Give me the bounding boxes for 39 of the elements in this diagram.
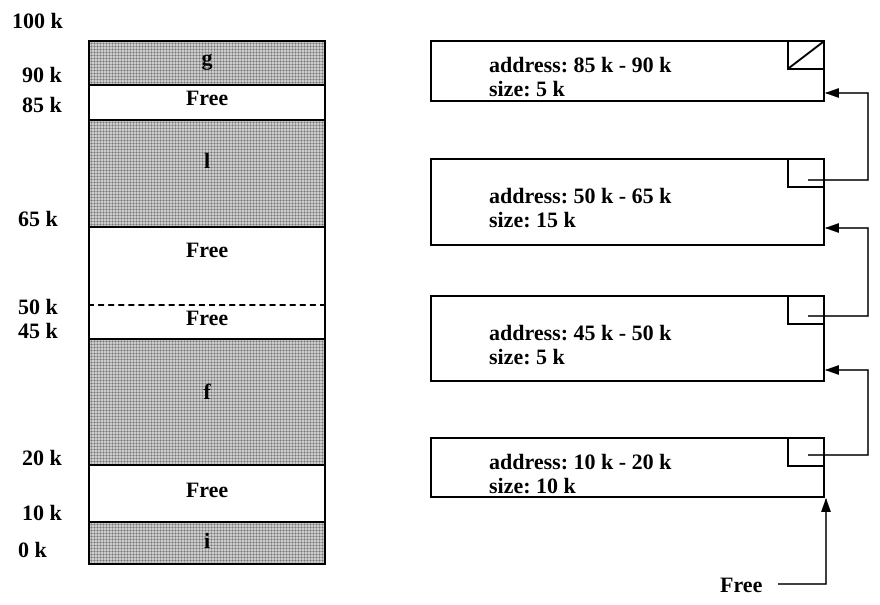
size-text: size: 5 k <box>489 344 565 368</box>
allocated-block <box>88 121 326 228</box>
size-text: size: 10 k <box>489 474 576 498</box>
allocated-block <box>88 523 326 565</box>
free-list-entry <box>430 158 825 246</box>
size-text: size: 15 k <box>489 208 576 232</box>
pointer-arrow <box>808 223 869 317</box>
address-text: address: 50 k - 65 k <box>489 184 672 208</box>
block-label: f <box>203 380 211 404</box>
address-label: 85 k <box>22 92 62 118</box>
address-label: 45 k <box>18 318 58 344</box>
block-label: Free <box>186 238 228 262</box>
address-text: address: 10 k - 20 k <box>489 450 672 474</box>
free-list-entry <box>430 437 825 498</box>
address-text: address: 45 k - 50 k <box>489 320 672 344</box>
address-label: 0 k <box>18 537 47 563</box>
pointer-arrow <box>808 88 869 181</box>
block-label: Free <box>186 86 228 110</box>
address-text: address: 85 k - 90 k <box>489 53 672 77</box>
free-list-entry <box>430 295 825 382</box>
address-label: 90 k <box>22 62 62 88</box>
address-label: 100 k <box>12 8 63 34</box>
free-list-entry <box>430 40 825 102</box>
size-text: size: 5 k <box>489 77 565 101</box>
address-label: 20 k <box>22 445 62 471</box>
block-label: l <box>204 149 210 173</box>
block-label: i <box>204 529 210 553</box>
address-label: 65 k <box>18 206 58 232</box>
address-label: 50 k <box>18 294 58 320</box>
allocated-block <box>88 340 326 466</box>
list-head-label: Free <box>720 572 762 598</box>
block-label: Free <box>186 306 228 330</box>
free-block <box>88 228 326 306</box>
block-label: g <box>202 46 212 70</box>
pointer-arrow <box>808 365 869 456</box>
allocated-block <box>88 40 326 86</box>
pointer-arrow <box>778 498 831 585</box>
address-label: 10 k <box>22 500 62 526</box>
block-label: Free <box>186 478 228 502</box>
